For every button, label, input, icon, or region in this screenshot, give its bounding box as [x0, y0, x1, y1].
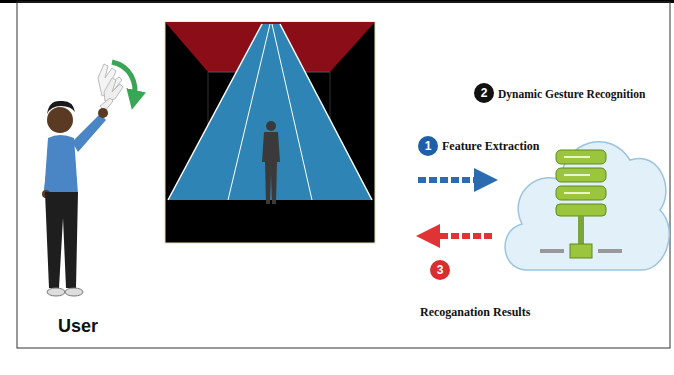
step-label: Recoganation Results: [420, 304, 530, 320]
step-label: Feature Extraction: [442, 138, 539, 154]
send-arrow: [418, 177, 486, 183]
room-scene: [165, 22, 375, 243]
step-label: Dynamic Gesture Recognition: [498, 86, 645, 102]
return-arrow: [428, 233, 492, 239]
step-badge: [474, 83, 494, 103]
callout-number: 1: [418, 136, 438, 156]
step-badge: [430, 260, 450, 280]
step-badge: [418, 136, 438, 156]
frame: [17, 2, 670, 348]
callout-number: 2: [474, 83, 494, 103]
user-label: User: [58, 314, 108, 338]
callout-number: 3: [430, 260, 450, 280]
user-figure: [42, 62, 135, 296]
cloud-server: [505, 142, 669, 270]
